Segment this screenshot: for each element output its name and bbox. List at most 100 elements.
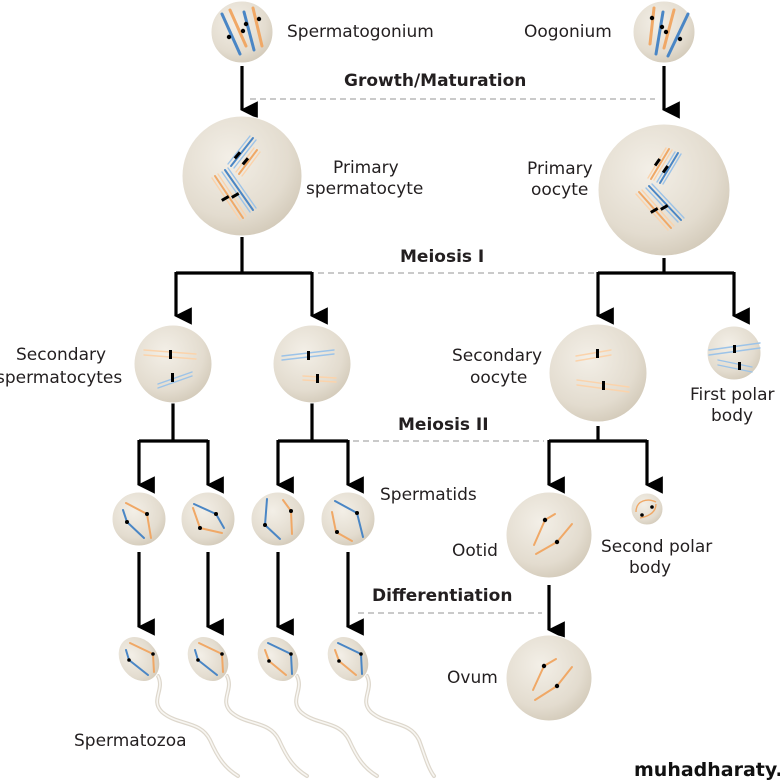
centromere [214, 512, 218, 516]
centromere [733, 345, 736, 353]
centromere [596, 349, 599, 358]
centromere [243, 21, 249, 27]
centromere [677, 36, 683, 42]
stage-differentiation: Differentiation [358, 586, 542, 614]
sperm-head [326, 636, 370, 682]
centromere [263, 523, 267, 527]
centromere [316, 374, 319, 383]
label-oogonium: Oogonium [524, 22, 612, 42]
centromere [541, 663, 547, 669]
stage-label-growth: Growth/Maturation [344, 71, 526, 91]
centromere [355, 511, 359, 515]
centromere [289, 509, 293, 513]
label-primary-spermatocyte-1: Primary [333, 158, 399, 178]
cell-spermatid-4 [320, 491, 376, 547]
centromere [125, 520, 129, 524]
label-secondary-spermatocytes-2: spermatocytes [0, 368, 122, 388]
cell-body [505, 634, 593, 722]
cell-body [548, 323, 648, 423]
centromere [256, 16, 262, 22]
chromosome [220, 12, 242, 56]
label-second-polar-body-1: Second polar [601, 537, 712, 557]
chromosome [242, 10, 256, 52]
cell-body [272, 324, 352, 404]
label-ovum: Ovum [447, 668, 498, 688]
label-first-polar-body-2: body [711, 406, 753, 426]
centromere [554, 539, 560, 545]
centromere [198, 526, 202, 530]
sperm-head [256, 636, 300, 682]
cell-first-polar-body [706, 325, 762, 381]
stage-label-differentiation: Differentiation [372, 586, 512, 606]
cell-spermatid-2 [180, 491, 236, 547]
centromere [649, 15, 655, 21]
tetrad [211, 167, 257, 221]
stage-meiosis-2: Meiosis II [353, 415, 544, 442]
centromere [738, 362, 741, 370]
label-primary-oocyte-1: Primary [527, 159, 593, 179]
stage-growth: Growth/Maturation [250, 71, 655, 100]
label-secondary-spermatocytes-1: Secondary [16, 345, 106, 365]
label-spermatozoa: Spermatozoa [74, 731, 187, 751]
label-spermatids: Spermatids [380, 485, 477, 505]
cell-second-polar-body [630, 492, 664, 526]
cell-body [180, 491, 236, 547]
label-first-polar-body-1: First polar [690, 385, 775, 405]
centromere [171, 373, 174, 382]
sperm-head [117, 636, 161, 682]
label-secondary-oocyte-1: Secondary [452, 346, 542, 366]
cell-secondary-spermatocyte-2 [272, 324, 352, 404]
centromere [226, 34, 232, 40]
cell-spermatid-3 [250, 491, 306, 547]
chromosome [228, 8, 248, 48]
tetrad [227, 135, 261, 177]
centromere [663, 29, 669, 35]
chromosome [666, 12, 690, 58]
centromere [659, 24, 665, 30]
label-second-polar-body-2: body [629, 558, 671, 578]
cell-oogonium [632, 0, 696, 64]
chromosome [662, 8, 676, 50]
spermatozoon-4 [326, 636, 436, 778]
label-ootid: Ootid [452, 541, 498, 561]
chromosome [251, 6, 264, 48]
centromere [335, 530, 339, 534]
spermatozoon-3 [256, 636, 379, 778]
cell-body [597, 123, 731, 257]
chromosome [648, 6, 656, 46]
stage-label-meiosis-1: Meiosis I [400, 247, 484, 267]
connectors [137, 66, 750, 639]
centromere [542, 517, 548, 523]
cell-ovum [505, 634, 593, 722]
stage-meiosis-1: Meiosis I [318, 247, 596, 274]
centromere [640, 513, 644, 517]
cell-primary-oocyte [597, 123, 731, 257]
label-primary-spermatocyte-2: spermatocyte [306, 179, 423, 199]
spermatozoa-group [117, 636, 436, 778]
centromere [650, 505, 654, 509]
spermatozoon-1 [117, 636, 240, 778]
centromere [145, 512, 149, 516]
label-primary-oocyte-2: oocyte [531, 180, 588, 200]
centromere [307, 351, 310, 360]
cell-ootid [505, 491, 593, 579]
cell-secondary-oocyte [548, 323, 648, 423]
chromosome [654, 10, 665, 56]
cell-spermatid-1 [111, 491, 167, 547]
spermatozoon-2 [186, 636, 309, 778]
label-spermatogonium: Spermatogonium [287, 22, 434, 42]
cell-body [505, 491, 593, 579]
sperm-head [186, 636, 230, 682]
cell-body [133, 324, 213, 404]
centromere [169, 350, 172, 359]
centromere [554, 683, 560, 689]
cell-spermatogonium [210, 0, 274, 64]
cell-primary-spermatocyte [181, 115, 303, 237]
tetrad [647, 147, 682, 185]
cell-body [111, 491, 167, 547]
centromere [602, 381, 605, 390]
tetrad [635, 183, 685, 231]
stage-label-meiosis-2: Meiosis II [398, 415, 489, 435]
watermark: muhadharaty.com [634, 759, 780, 781]
